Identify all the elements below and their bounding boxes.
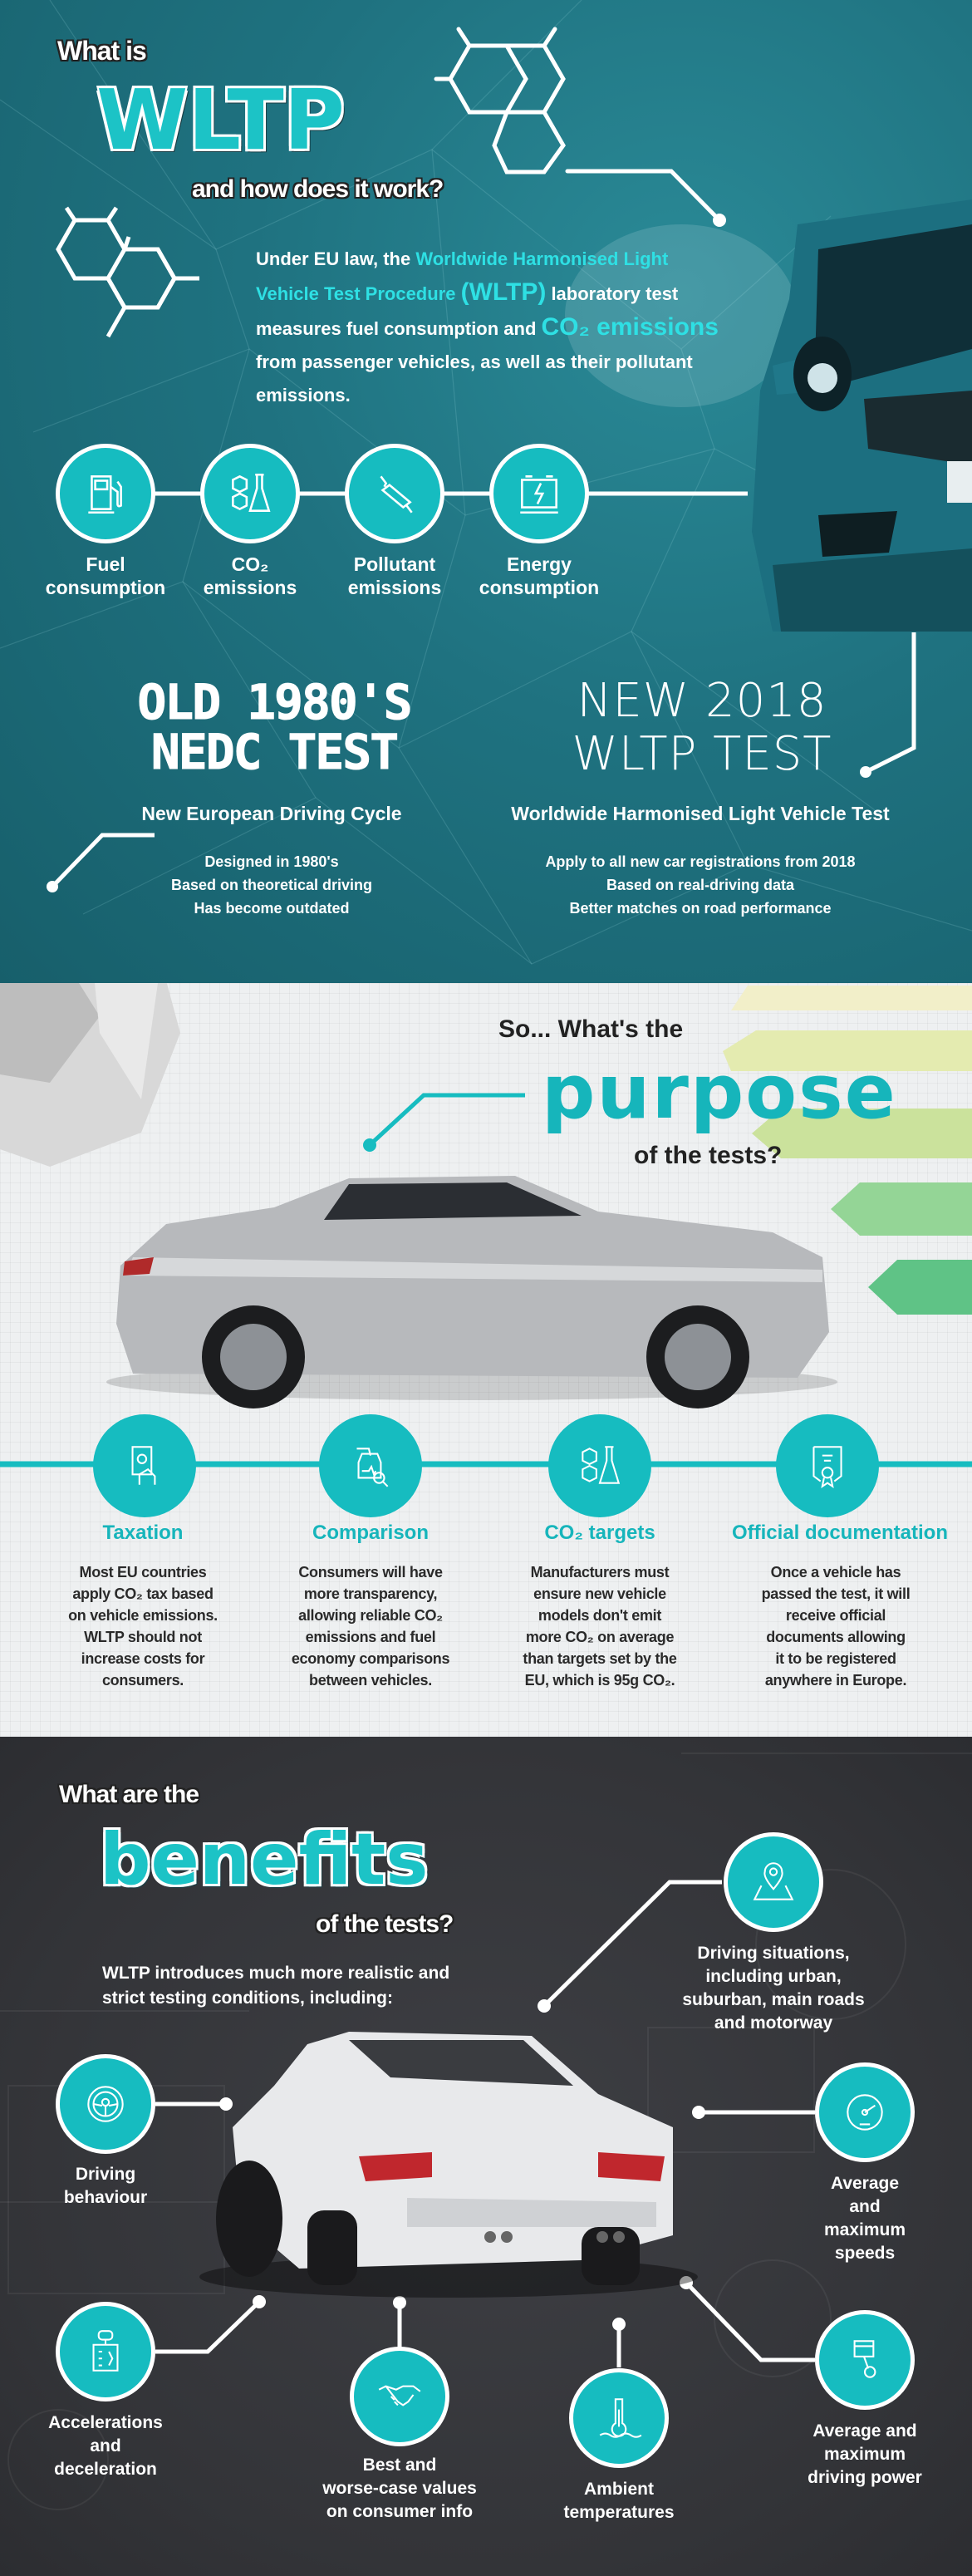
fuel-consumption-circle bbox=[56, 444, 155, 543]
measure-label: CO₂ emissions bbox=[203, 553, 297, 598]
speedometer-icon bbox=[847, 2094, 883, 2131]
silver-sedan-image bbox=[106, 1176, 837, 1408]
average-speeds-circle bbox=[815, 2062, 915, 2162]
battery-icon bbox=[520, 475, 558, 514]
benefit-label: Driving situations, including urban, sub… bbox=[682, 1944, 865, 2033]
ambient-temperatures-circle bbox=[569, 2368, 669, 2468]
purpose-body: Consumers will have more transparency, a… bbox=[291, 1564, 450, 1689]
pollutant-emissions-circle bbox=[345, 444, 444, 543]
official-documentation-circle bbox=[776, 1414, 879, 1517]
benefits-heading-2: of the tests? bbox=[316, 1910, 454, 1938]
heading-how-it-works: and how does it work? bbox=[192, 175, 444, 203]
driving-situations-circle bbox=[724, 1832, 823, 1932]
connector-dot bbox=[713, 214, 726, 227]
heading-wltp: WLTP bbox=[96, 71, 345, 169]
old-nedc-points: Designed in 1980's Based on theoretical … bbox=[170, 853, 373, 917]
measure-label: Fuel consumption bbox=[45, 553, 166, 598]
benefits-heading-big: benefits bbox=[100, 1818, 429, 1901]
para-text: Under EU law, the bbox=[256, 248, 416, 269]
piston-icon bbox=[853, 2340, 876, 2378]
thermometer-icon bbox=[599, 2398, 642, 2438]
new-wltp-title: NEW 2018 WLTP TEST bbox=[572, 674, 832, 781]
benefit-label: Ambient temperatures bbox=[563, 2480, 675, 2522]
tax-document-icon bbox=[131, 1446, 156, 1485]
accelerations-circle bbox=[56, 2302, 155, 2401]
old-nedc-title: OLD 1980'S NEDC TEST bbox=[137, 674, 413, 780]
what-is-wltp-section: What is WLTP and how does it work? Under… bbox=[0, 0, 972, 983]
purpose-body: Manufacturers must ensure new vehicle mo… bbox=[523, 1564, 677, 1689]
purpose-title: Official documentation bbox=[731, 1522, 948, 1544]
white-car-rear-image bbox=[199, 2032, 698, 2298]
new-wltp-points: Apply to all new car registrations from … bbox=[545, 853, 856, 917]
measure-label: Pollutant emissions bbox=[347, 553, 442, 598]
hexagon-molecule-top bbox=[434, 27, 722, 223]
teal-suv-image bbox=[752, 199, 972, 632]
comparison-circle bbox=[319, 1414, 422, 1517]
co2-emissions-circle bbox=[200, 444, 300, 543]
benefit-label: Driving behaviour bbox=[63, 2165, 148, 2207]
co2-flask-icon bbox=[232, 473, 271, 512]
para-text: from passenger vehicles, as well as thei… bbox=[256, 351, 693, 406]
fuel-pump-icon bbox=[88, 475, 122, 514]
map-pin-icon bbox=[753, 1862, 794, 1900]
benefit-label: Best and worse-case values on consumer i… bbox=[322, 2456, 477, 2521]
benefit-label: Average and maximum speeds bbox=[823, 2174, 906, 2263]
steering-wheel-icon bbox=[87, 2086, 124, 2122]
purpose-title: CO₂ targets bbox=[544, 1522, 655, 1544]
purpose-body: Once a vehicle has passed the test, it w… bbox=[761, 1564, 911, 1689]
purpose-body: Most EU countries apply CO₂ tax based on… bbox=[68, 1564, 218, 1689]
driving-behaviour-circle bbox=[56, 2054, 155, 2154]
benefits-heading-1: What are the bbox=[59, 1781, 199, 1808]
heading-what-is: What is bbox=[57, 36, 147, 66]
new-wltp-subtitle: Worldwide Harmonised Light Vehicle Test bbox=[511, 803, 890, 824]
purpose-section: So... What's the purpose of the tests? T… bbox=[0, 983, 972, 1737]
handshake-icon bbox=[378, 2385, 421, 2406]
benefit-label: Accelerations and deceleration bbox=[48, 2413, 163, 2479]
purpose-heading-big: purpose bbox=[542, 1049, 897, 1136]
driving-power-circle bbox=[815, 2310, 915, 2410]
co2-targets-circle bbox=[548, 1414, 651, 1517]
energy-consumption-circle bbox=[489, 444, 589, 543]
para-text: laboratory test measures fuel consumptio… bbox=[256, 283, 679, 339]
gear-shift-icon bbox=[92, 2330, 119, 2372]
benefits-section: What are the benefits of the tests? WLTP… bbox=[0, 1737, 972, 2576]
hexagon-molecule-left bbox=[56, 206, 199, 338]
para-highlight-wltp: (WLTP) bbox=[460, 278, 547, 306]
purpose-title: Comparison bbox=[312, 1522, 429, 1544]
benefits-intro: WLTP introduces much more realistic and … bbox=[102, 1964, 450, 2008]
para-highlight-name: Worldwide Harmonised Light Vehicle Test … bbox=[256, 248, 669, 304]
purpose-heading-2: of the tests? bbox=[634, 1142, 783, 1169]
car-compare-icon bbox=[356, 1448, 389, 1487]
co2-flask-icon bbox=[582, 1446, 621, 1484]
purpose-title: Taxation bbox=[102, 1522, 184, 1544]
rock-decoration bbox=[0, 983, 180, 1167]
intro-paragraph: Under EU law, the Worldwide Harmonised L… bbox=[256, 243, 721, 412]
old-nedc-subtitle: New European Driving Cycle bbox=[141, 803, 402, 824]
measure-label: Energy consumption bbox=[479, 553, 600, 598]
best-worse-values-circle bbox=[350, 2347, 449, 2446]
certificate-icon bbox=[812, 1446, 842, 1489]
taxation-circle bbox=[93, 1414, 196, 1517]
exhaust-pipe-icon bbox=[380, 475, 413, 514]
para-highlight-co2: CO₂ emissions bbox=[541, 313, 719, 341]
benefit-label: Average and maximum driving power bbox=[808, 2421, 922, 2487]
purpose-heading-1: So... What's the bbox=[498, 1015, 684, 1043]
